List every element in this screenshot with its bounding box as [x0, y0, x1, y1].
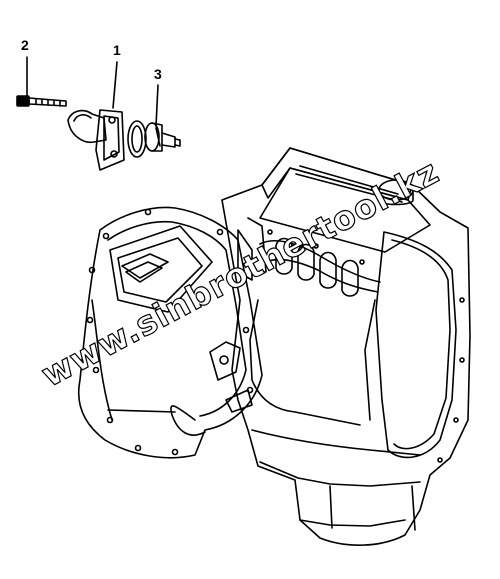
callout-1: 1	[113, 42, 121, 58]
leader-line-3	[155, 84, 159, 127]
engine-block	[209, 147, 471, 546]
callout-3: 3	[154, 66, 162, 82]
thermostat-part	[144, 122, 181, 152]
leader-line-1	[112, 61, 118, 109]
thermostat-housing-part	[67, 109, 125, 171]
bell-housing	[78, 206, 263, 459]
callout-2: 2	[21, 37, 29, 53]
bolt-part	[16, 95, 67, 107]
gasket-ring-part	[127, 120, 147, 158]
